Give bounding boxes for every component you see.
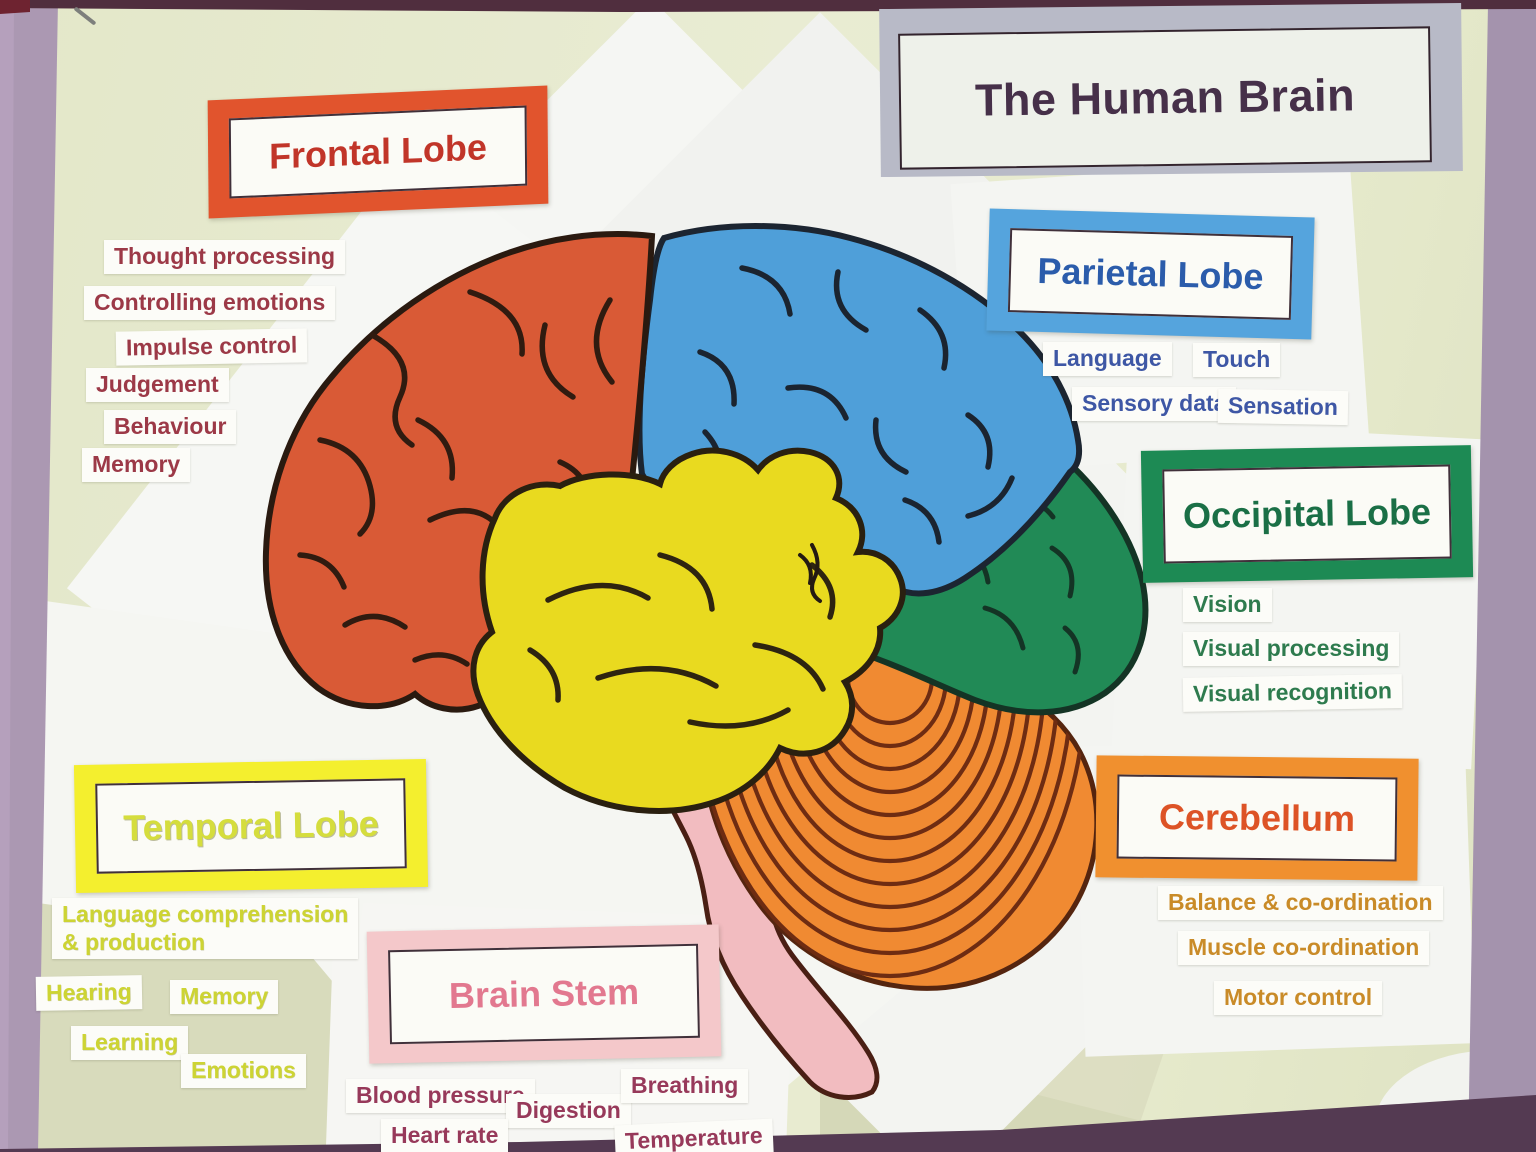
temporal-function-label: Learning <box>71 1026 189 1060</box>
poster-title-card: The Human Brain <box>898 26 1432 170</box>
cerebellum-function-label: Balance & co-ordination <box>1158 886 1443 920</box>
frontal-function-label: Behaviour <box>104 410 237 444</box>
parietal-function-label: Sensory data <box>1072 387 1237 421</box>
occipital-lobe-label: Occipital Lobe <box>1182 490 1432 537</box>
frontal-function-label: Thought processing <box>104 240 346 274</box>
occipital-function-label: Visual processing <box>1183 632 1400 666</box>
cerebellum-label: Cerebellum <box>1158 795 1356 840</box>
parietal-function-label: Sensation <box>1217 388 1349 425</box>
cerebellum-function-label: Motor control <box>1214 981 1383 1015</box>
frontal-function-label: Impulse control <box>115 328 308 366</box>
parietal-lobe-plaque: Parietal Lobe <box>986 208 1315 340</box>
brain-stem-function-label: Blood pressure <box>346 1079 535 1113</box>
occipital-function-label: Vision <box>1183 588 1272 622</box>
brain-stem-function-label: Breathing <box>621 1069 749 1103</box>
temporal-lobe-plaque: Temporal Lobe <box>73 758 429 894</box>
poster-title: The Human Brain <box>974 69 1356 126</box>
temporal-function-label: Memory <box>170 980 279 1014</box>
brain-stem-label: Brain Stem <box>448 971 640 1016</box>
brain-stem-function-label: Heart rate <box>381 1119 509 1152</box>
cerebellum-plaque: Cerebellum <box>1095 755 1419 881</box>
brain-stem-function-label: Digestion <box>506 1094 631 1128</box>
frontal-function-label: Memory <box>82 448 191 482</box>
brain-stem-plaque: Brain Stem <box>366 924 722 1064</box>
frontal-lobe-label: Frontal Lobe <box>268 126 488 177</box>
temporal-function-label: Language comprehension & production <box>52 898 359 960</box>
brain-stem-function-label: Temperature <box>614 1118 774 1152</box>
marker-scribble <box>798 543 822 603</box>
parietal-function-label: Language <box>1043 342 1172 376</box>
occipital-function-label: Visual recognition <box>1182 674 1403 712</box>
occipital-lobe-plaque: Occipital Lobe <box>1140 445 1474 583</box>
temporal-function-label: Emotions <box>181 1054 306 1088</box>
cerebellum-function-label: Muscle co-ordination <box>1178 931 1430 965</box>
parietal-function-label: Touch <box>1193 343 1281 377</box>
temporal-lobe-shape <box>470 447 906 814</box>
frontal-lobe-plaque: Frontal Lobe <box>207 85 549 219</box>
temporal-lobe-label: Temporal Lobe <box>122 802 380 849</box>
frontal-function-label: Controlling emotions <box>84 286 336 320</box>
parietal-lobe-label: Parietal Lobe <box>1036 249 1265 298</box>
temporal-function-label: Hearing <box>35 975 142 1011</box>
frontal-function-label: Judgement <box>86 368 229 402</box>
